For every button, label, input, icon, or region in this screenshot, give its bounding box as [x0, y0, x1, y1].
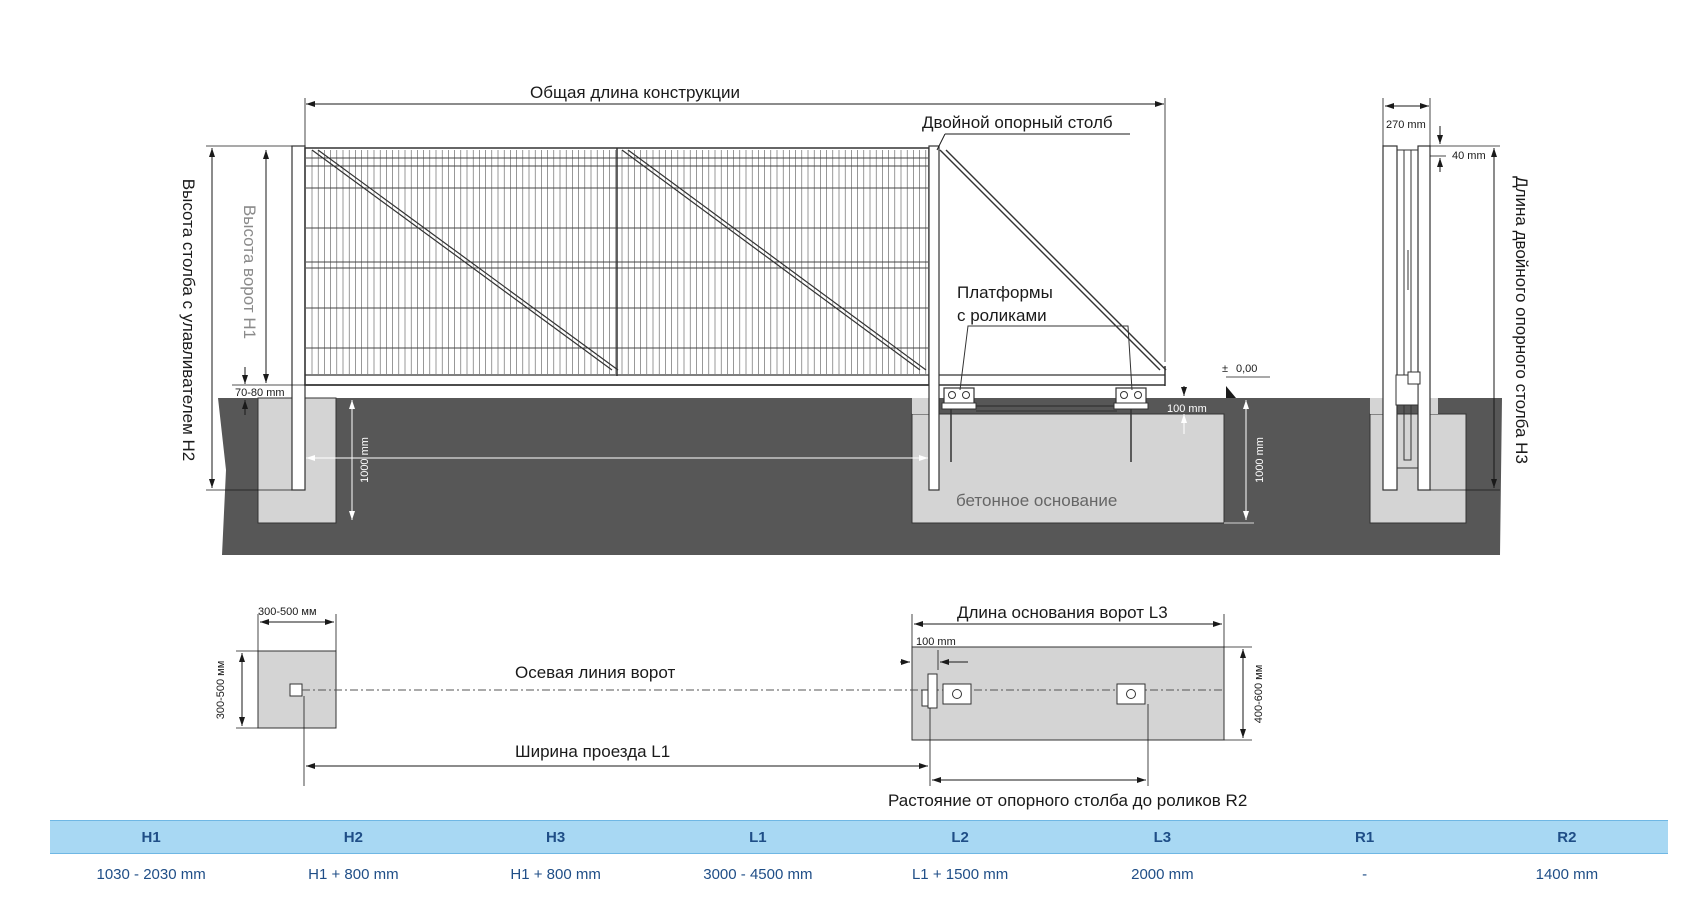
- table-header-cell: R1: [1263, 820, 1466, 854]
- spec-table: H1 H2 H3 L1 L2 L3 R1 R2 1030 - 2030 mm H…: [50, 820, 1668, 894]
- diagonal-brace-2: [621, 149, 921, 371]
- table-cell: 2000 mm: [1131, 865, 1194, 883]
- double-support-post: [928, 145, 940, 491]
- plan-post: [289, 683, 303, 697]
- concrete-base-label: бетонное основание: [956, 491, 1117, 510]
- catcher-post: [291, 145, 306, 491]
- base-300-500-top-label: 300-500 мм: [258, 606, 317, 618]
- tail-brace-b: [945, 149, 1167, 371]
- table-row: 1030 - 2030 mm H1 + 800 mm H1 + 800 mm 3…: [50, 854, 1668, 895]
- level-marker: [1226, 386, 1236, 398]
- double-post-leader-tick: [936, 133, 946, 151]
- h3-label: Длина двойного опорного столба H3: [1512, 176, 1531, 464]
- ground: [218, 398, 1502, 555]
- gate-foundation-top: [912, 398, 932, 414]
- l1-label: Ширина проезда L1: [515, 742, 670, 761]
- l3-label: Длина основания ворот L3: [957, 603, 1168, 622]
- depth-1000-left-label: 1000 mm: [359, 437, 371, 483]
- r2-label: Растояние от опорного столба до роликов …: [888, 791, 1247, 810]
- roller-platform-1: [941, 387, 977, 462]
- table-header-cell: R2: [1465, 820, 1668, 854]
- tail-brace: [939, 149, 1161, 371]
- platforms-label-1: Платформы: [957, 283, 1053, 302]
- roller-platform-2: [1113, 387, 1149, 462]
- plan-double-post-bracket: [921, 689, 929, 707]
- level-000-label: 0,00: [1236, 363, 1257, 375]
- table-header-cell: H3: [454, 820, 657, 854]
- level-pm: ±: [1222, 363, 1228, 375]
- table-header-cell: L2: [859, 820, 1062, 854]
- spec-table-header: H1 H2 H3 L1 L2 L3 R1 R2: [50, 820, 1668, 854]
- diagonal-brace-2b: [627, 149, 927, 371]
- plan-double-post: [927, 673, 938, 709]
- table-cell: 1400 mm: [1535, 865, 1599, 883]
- table-cell: 3000 - 4500 mm: [703, 865, 813, 883]
- plan-roller-2: [1116, 683, 1146, 705]
- base-300-500-side-label: 300-500 мм: [215, 661, 227, 720]
- right-post-foundation-top2: [1428, 398, 1438, 414]
- total-length-label: Общая длина конструкции: [530, 83, 740, 102]
- table-cell: -: [1362, 865, 1368, 883]
- diagonal-brace-1b: [317, 149, 619, 371]
- platforms-label-2: с роликами: [957, 306, 1047, 325]
- base-400-600-label: 400-600 мм: [1253, 665, 1265, 724]
- gap-70-80-label: 70-80 mm: [235, 387, 285, 399]
- table-header-cell: H1: [50, 820, 253, 854]
- dim-40-label: 40 mm: [1452, 150, 1486, 162]
- gate-foundation: [911, 413, 1225, 524]
- double-post-label: Двойной опорный столб: [922, 113, 1113, 132]
- table-header-cell: H2: [252, 820, 455, 854]
- dim-270-label: 270 mm: [1386, 119, 1426, 131]
- depth-1000-right-label: 1000 mm: [1254, 437, 1266, 483]
- table-cell: L1 + 1500 mm: [911, 865, 1009, 883]
- table-cell: H1 + 800 mm: [510, 865, 601, 883]
- platforms-leader: [959, 325, 1133, 391]
- h1-label: Высота ворот H1: [240, 205, 259, 339]
- table-cell: 1030 - 2030 mm: [96, 865, 206, 883]
- table-header-cell: L3: [1061, 820, 1264, 854]
- gap-100-label: 100 mm: [1167, 403, 1207, 415]
- table-cell: H1 + 800 mm: [308, 865, 399, 883]
- h2-label: Высота столба с улавливателем H2: [179, 179, 198, 461]
- plan-roller-1: [942, 683, 972, 705]
- table-header-cell: L1: [656, 820, 859, 854]
- double-post-side-view: [1382, 145, 1431, 491]
- right-post-foundation-top: [1370, 398, 1384, 414]
- diagonal-brace-1: [311, 149, 613, 371]
- dim-100-plan-label: 100 mm: [916, 636, 956, 648]
- axis-line-label: Осевая линия ворот: [515, 663, 675, 682]
